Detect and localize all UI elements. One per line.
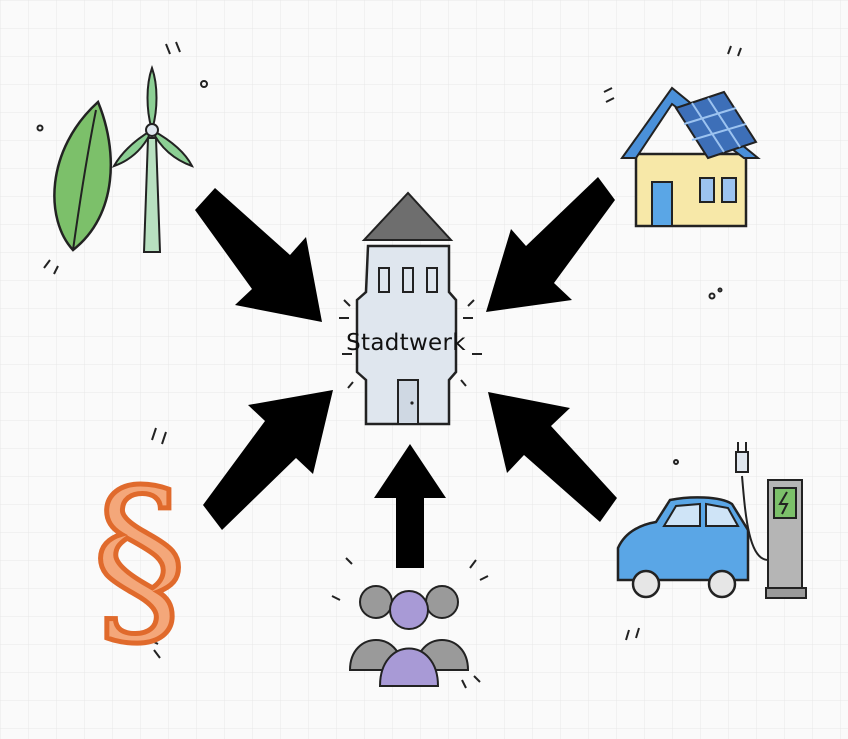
- wind-turbine-icon: [111, 64, 195, 253]
- group-of-people-icon: [348, 585, 470, 687]
- arrow-from-e-mobility: [488, 392, 617, 522]
- doodle-marks: [36, 41, 742, 689]
- arrow-from-law: [203, 390, 333, 530]
- leaf-icon: [53, 99, 112, 252]
- electric-car-icon: [616, 496, 750, 599]
- solar-panel-house-icon: [620, 86, 761, 228]
- charging-station-icon: [735, 442, 807, 599]
- center-label: Stadtwerk: [346, 330, 466, 356]
- arrow-from-renewables: [195, 188, 322, 322]
- arrow-from-people: [374, 444, 446, 568]
- arrow-from-solar-house: [486, 177, 615, 312]
- paragraph-sign-icon: §: [90, 449, 190, 670]
- city-utility-building-icon: [339, 191, 482, 426]
